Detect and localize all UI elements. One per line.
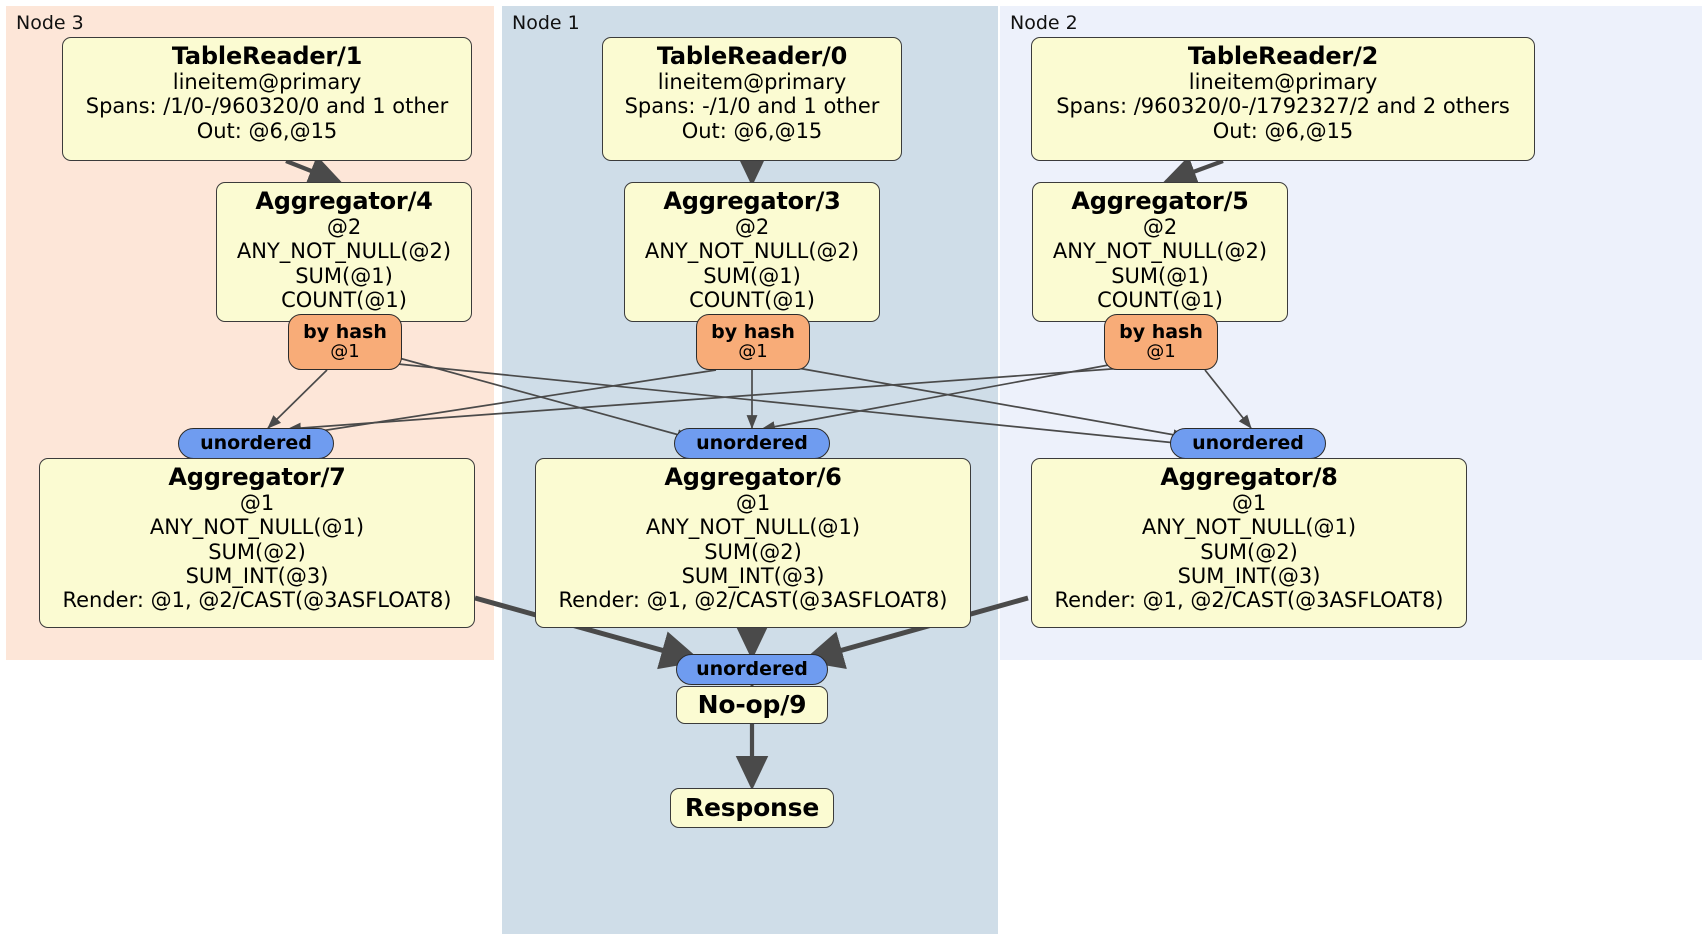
synchronizer-unordered-right[interactable]: unordered xyxy=(1170,428,1326,459)
processor-detail-line: lineitem@primary xyxy=(172,69,362,94)
processor-detail-line: SUM(@2) xyxy=(1200,539,1298,564)
processor-aggregator-3[interactable]: Aggregator/3 @2 ANY_NOT_NULL(@2) SUM(@1)… xyxy=(624,182,880,322)
router-sublabel: @1 xyxy=(330,340,360,362)
processor-detail-line: @1 xyxy=(239,490,275,515)
processor-aggregator-5[interactable]: Aggregator/5 @2 ANY_NOT_NULL(@2) SUM(@1)… xyxy=(1032,182,1288,322)
processor-detail-line: SUM(@1) xyxy=(295,263,393,288)
processor-detail-line: Spans: /960320/0-/1792327/2 and 2 others xyxy=(1056,94,1510,119)
processor-title: Aggregator/7 xyxy=(168,463,346,491)
processor-detail-line: SUM_INT(@3) xyxy=(1177,563,1321,588)
processor-detail-line: ANY_NOT_NULL(@1) xyxy=(645,515,861,540)
processor-detail-line: @1 xyxy=(735,490,771,515)
router-label: by hash xyxy=(303,320,387,343)
processor-detail-line: ANY_NOT_NULL(@1) xyxy=(1141,515,1357,540)
router-label: by hash xyxy=(711,320,795,343)
router-sublabel: @1 xyxy=(1146,340,1176,362)
processor-detail-line: SUM_INT(@3) xyxy=(185,563,329,588)
processor-detail-line: ANY_NOT_NULL(@2) xyxy=(644,239,860,264)
processor-response[interactable]: Response xyxy=(670,788,834,828)
processor-detail-line: COUNT(@1) xyxy=(689,287,815,312)
processor-detail-line: Spans: /1/0-/960320/0 and 1 other xyxy=(85,94,449,119)
processor-aggregator-8[interactable]: Aggregator/8 @1 ANY_NOT_NULL(@1) SUM(@2)… xyxy=(1031,458,1467,628)
processor-detail-line: Out: @6,@15 xyxy=(681,118,823,143)
processor-detail-line: Out: @6,@15 xyxy=(196,118,338,143)
synchronizer-unordered-left[interactable]: unordered xyxy=(178,428,334,459)
processor-title: TableReader/1 xyxy=(171,42,363,70)
processor-title: Aggregator/4 xyxy=(255,187,433,215)
processor-table-reader-1[interactable]: TableReader/1 lineitem@primary Spans: /1… xyxy=(62,37,472,161)
processor-detail-line: SUM(@2) xyxy=(704,539,802,564)
processor-detail-line: COUNT(@1) xyxy=(1097,287,1223,312)
processor-table-reader-2[interactable]: TableReader/2 lineitem@primary Spans: /9… xyxy=(1031,37,1535,161)
synchronizer-label: unordered xyxy=(696,657,808,680)
processor-title: TableReader/0 xyxy=(656,42,848,70)
processor-detail-line: SUM(@1) xyxy=(1111,263,1209,288)
node-label-node1: Node 1 xyxy=(512,12,580,34)
processor-title: No-op/9 xyxy=(697,690,807,719)
synchronizer-label: unordered xyxy=(200,431,312,454)
router-sublabel: @1 xyxy=(738,340,768,362)
processor-aggregator-6[interactable]: Aggregator/6 @1 ANY_NOT_NULL(@1) SUM(@2)… xyxy=(535,458,971,628)
processor-detail-line: COUNT(@1) xyxy=(281,287,407,312)
processor-detail-line: SUM(@1) xyxy=(703,263,801,288)
processor-detail-line: lineitem@primary xyxy=(1188,69,1378,94)
processor-detail-line: Out: @6,@15 xyxy=(1212,118,1354,143)
router-by-hash-center[interactable]: by hash @1 xyxy=(696,314,810,370)
processor-aggregator-4[interactable]: Aggregator/4 @2 ANY_NOT_NULL(@2) SUM(@1)… xyxy=(216,182,472,322)
processor-title: Aggregator/3 xyxy=(663,187,841,215)
synchronizer-label: unordered xyxy=(696,431,808,454)
processor-detail-line: ANY_NOT_NULL(@1) xyxy=(149,515,365,540)
processor-detail-line: Spans: -/1/0 and 1 other xyxy=(624,94,880,119)
node-label-node2: Node 2 xyxy=(1010,12,1078,34)
processor-detail-line: @2 xyxy=(734,214,770,239)
processor-render-line: Render: @1, @2/CAST(@3ASFLOAT8) xyxy=(558,588,948,613)
processor-detail-line: lineitem@primary xyxy=(657,69,847,94)
processor-title: TableReader/2 xyxy=(1187,42,1379,70)
router-label: by hash xyxy=(1119,320,1203,343)
processor-title: Aggregator/8 xyxy=(1160,463,1338,491)
processor-aggregator-7[interactable]: Aggregator/7 @1 ANY_NOT_NULL(@1) SUM(@2)… xyxy=(39,458,475,628)
processor-detail-line: ANY_NOT_NULL(@2) xyxy=(1052,239,1268,264)
processor-title: Aggregator/6 xyxy=(664,463,842,491)
processor-detail-line: @2 xyxy=(326,214,362,239)
synchronizer-label: unordered xyxy=(1192,431,1304,454)
processor-noop-9[interactable]: No-op/9 xyxy=(676,686,828,724)
processor-detail-line: SUM_INT(@3) xyxy=(681,563,825,588)
processor-table-reader-0[interactable]: TableReader/0 lineitem@primary Spans: -/… xyxy=(602,37,902,161)
processor-detail-line: ANY_NOT_NULL(@2) xyxy=(236,239,452,264)
processor-title: Response xyxy=(684,793,820,822)
router-by-hash-right[interactable]: by hash @1 xyxy=(1104,314,1218,370)
processor-detail-line: @2 xyxy=(1142,214,1178,239)
processor-render-line: Render: @1, @2/CAST(@3ASFLOAT8) xyxy=(1054,588,1444,613)
processor-title: Aggregator/5 xyxy=(1071,187,1249,215)
synchronizer-unordered-center[interactable]: unordered xyxy=(674,428,830,459)
node-label-node3: Node 3 xyxy=(16,12,84,34)
processor-detail-line: @1 xyxy=(1231,490,1267,515)
processor-render-line: Render: @1, @2/CAST(@3ASFLOAT8) xyxy=(62,588,452,613)
router-by-hash-left[interactable]: by hash @1 xyxy=(288,314,402,370)
synchronizer-unordered-final[interactable]: unordered xyxy=(676,654,828,685)
processor-detail-line: SUM(@2) xyxy=(208,539,306,564)
